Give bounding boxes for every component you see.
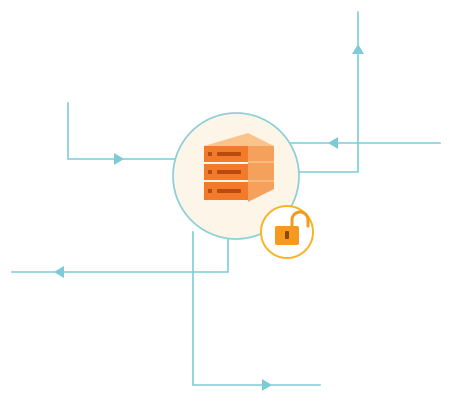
flow-line-bottom-left	[11, 235, 229, 273]
unlocked-padlock-icon	[260, 205, 314, 259]
arrow-up-icon	[352, 44, 364, 54]
flow-arrows	[54, 44, 364, 391]
lock-keyhole	[285, 231, 289, 239]
flow-lines	[11, 11, 441, 386]
arrow-right-icon	[262, 379, 272, 391]
server-stack-icon	[204, 133, 274, 202]
arrow-left-icon	[328, 137, 338, 149]
flow-line-left	[67, 102, 177, 160]
arrow-right-icon	[114, 153, 124, 165]
flow-line-top-right	[297, 11, 359, 173]
lock-shackle	[290, 210, 310, 229]
flow-line-bottom	[192, 231, 321, 386]
arrow-left-icon	[54, 266, 64, 278]
